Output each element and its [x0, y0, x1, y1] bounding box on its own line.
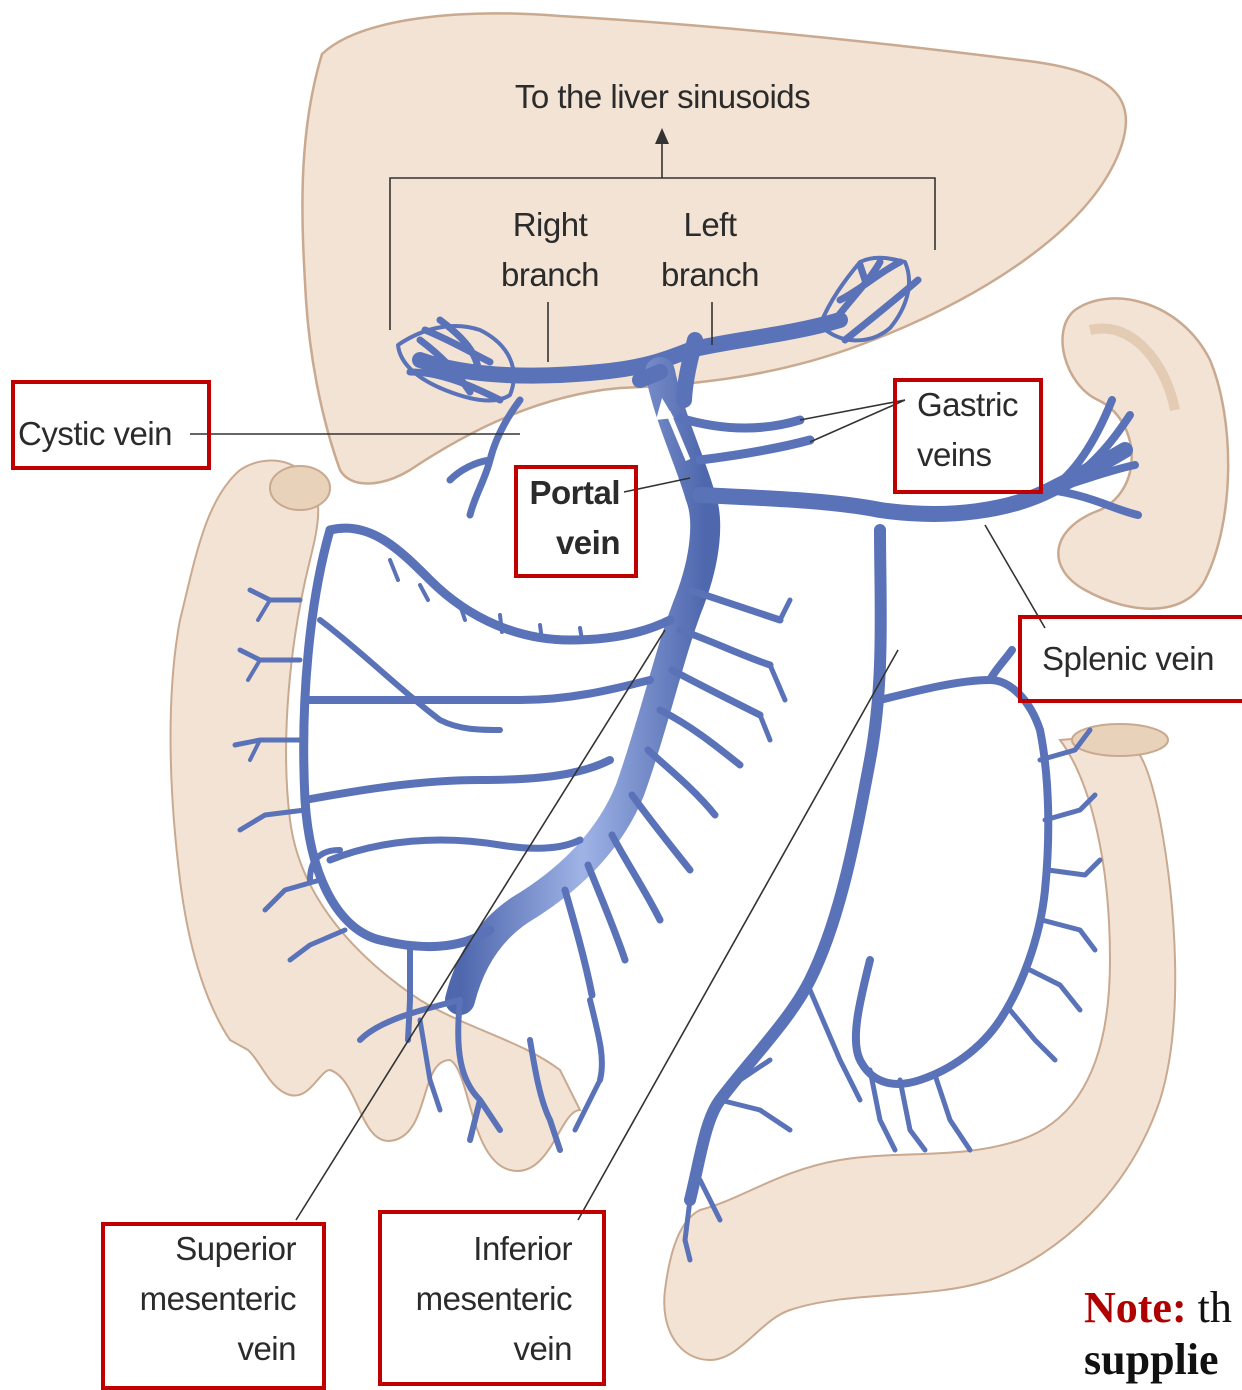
label-superior-mesenteric-vein: Superior mesenteric vein	[101, 1224, 296, 1374]
label-right-branch: Right branch	[480, 200, 620, 300]
label-superior-line3: vein	[101, 1324, 296, 1374]
label-left-branch-line1: Left	[645, 200, 775, 250]
label-superior-line2: mesenteric	[101, 1274, 296, 1324]
note-text: Note: th supplie	[1084, 1282, 1232, 1386]
label-portal-line1: Portal	[514, 468, 620, 518]
label-cystic-vein: Cystic vein	[18, 409, 172, 459]
label-inferior-line3: vein	[378, 1324, 572, 1374]
label-left-branch: Left branch	[645, 200, 775, 300]
label-gastric-line1: Gastric	[917, 380, 1018, 430]
label-inferior-mesenteric-vein: Inferior mesenteric vein	[378, 1224, 572, 1374]
label-inferior-line2: mesenteric	[378, 1274, 572, 1324]
label-superior-line1: Superior	[101, 1224, 296, 1274]
label-inferior-line1: Inferior	[378, 1224, 572, 1274]
label-portal-vein: Portal vein	[514, 468, 620, 568]
note-text-line1: th	[1198, 1283, 1232, 1332]
label-right-branch-line1: Right	[480, 200, 620, 250]
label-splenic-vein: Splenic vein	[1042, 634, 1214, 684]
label-left-branch-line2: branch	[645, 250, 775, 300]
label-gastric-veins: Gastric veins	[917, 380, 1018, 480]
note-text-line2: supplie	[1084, 1334, 1232, 1386]
label-portal-line2: vein	[514, 518, 620, 568]
label-gastric-line2: veins	[917, 430, 1018, 480]
note-keyword: Note:	[1084, 1283, 1187, 1332]
label-to-liver-sinusoids: To the liver sinusoids	[490, 72, 835, 122]
label-right-branch-line2: branch	[480, 250, 620, 300]
